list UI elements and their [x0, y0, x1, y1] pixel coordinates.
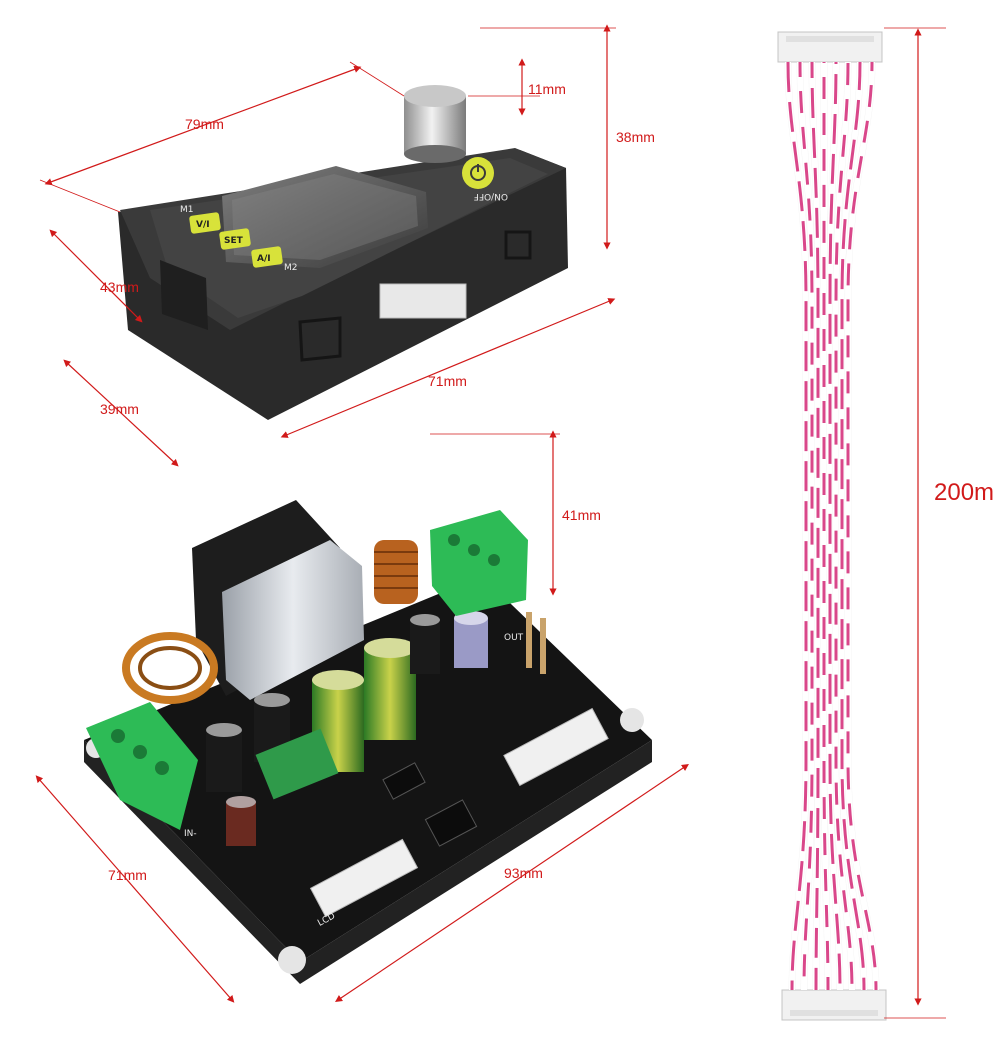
- board-dimensions: 41mm 71mm 93mm: [35, 430, 689, 1003]
- pcb-board: IN- OUT LCD: [84, 500, 652, 984]
- dim-board-height: 41mm: [562, 507, 601, 523]
- module-connector: [379, 283, 467, 319]
- cable-dimension: 200m: [884, 27, 994, 1019]
- button-ai[interactable]: A/I: [251, 246, 283, 268]
- toroid-inductor: [122, 632, 218, 704]
- button-vi-label: V/I: [196, 220, 210, 230]
- output-pins: [526, 612, 546, 674]
- sensor-module: [255, 728, 339, 800]
- label-m2: M2: [284, 263, 298, 273]
- label-m1: M1: [180, 205, 194, 215]
- label-in: IN-: [184, 829, 197, 839]
- dim-knob-height: 11mm: [528, 81, 566, 97]
- heatsink: [222, 540, 364, 700]
- dim-module-width: 79mm: [185, 116, 224, 132]
- ribbon-cable: [777, 31, 887, 1021]
- dim-module-depth: 43mm: [100, 279, 139, 295]
- button-ai-label: A/I: [257, 254, 271, 264]
- module-dimensions: 79mm 11mm 38mm 43mm 39mm 71mm: [39, 24, 655, 467]
- cable-wires: [784, 61, 880, 991]
- dim-panel-width: 71mm: [428, 373, 467, 389]
- power-button[interactable]: [462, 157, 494, 189]
- output-terminal: [430, 510, 528, 616]
- lcd-screen: [222, 166, 428, 268]
- capacitor-green-right: [364, 638, 416, 740]
- capacitor-green-left: [312, 670, 364, 772]
- dim-cable-length: 200m: [934, 479, 994, 506]
- dim-board-depth: 71mm: [108, 867, 147, 883]
- coil-inductor: [374, 540, 418, 604]
- dim-panel-depth: 39mm: [100, 401, 139, 417]
- capacitor-purple: [454, 611, 488, 668]
- label-onoff: ON/OFF: [474, 191, 508, 201]
- label-out: OUT: [504, 633, 524, 643]
- button-vi[interactable]: V/I: [189, 212, 221, 234]
- panel-module: V/I SET A/I M1 M2 ON/OFF: [118, 85, 568, 420]
- side-clip: [160, 260, 208, 330]
- capacitor-brown: [226, 796, 256, 846]
- capacitor-black: [206, 614, 440, 792]
- button-set[interactable]: SET: [219, 228, 251, 250]
- dim-module-height: 38mm: [616, 129, 655, 145]
- rotary-knob[interactable]: [404, 85, 466, 163]
- dim-board-width: 93mm: [504, 865, 543, 881]
- button-set-label: SET: [224, 236, 244, 246]
